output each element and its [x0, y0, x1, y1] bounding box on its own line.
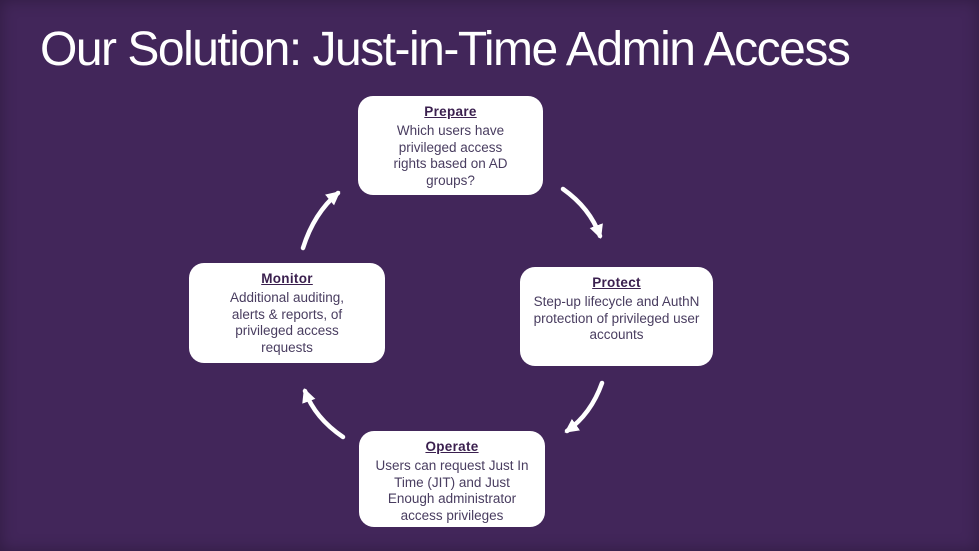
slide-title: Our Solution: Just-in-Time Admin Access: [40, 23, 851, 76]
node-operate: Operate Users can request Just In Time (…: [359, 431, 545, 527]
node-protect: Protect Step-up lifecycle and AuthN prot…: [520, 267, 713, 366]
node-protect-title: Protect: [592, 275, 641, 290]
node-monitor-title: Monitor: [261, 271, 313, 286]
arrow-prepare-to-protect: [560, 186, 603, 239]
arrow-monitor-to-prepare: [300, 190, 341, 251]
arrow-protect-to-operate: [564, 380, 605, 434]
node-operate-title: Operate: [425, 439, 479, 454]
node-monitor: Monitor Additional auditing, alerts & re…: [189, 263, 385, 363]
node-protect-body: Step-up lifecycle and AuthN protection o…: [533, 294, 700, 343]
node-operate-body: Users can request Just In Time (JIT) and…: [375, 458, 529, 524]
node-prepare-title: Prepare: [424, 104, 477, 119]
arrow-operate-to-monitor: [302, 388, 346, 440]
node-prepare-body: Which users have privileged access right…: [393, 123, 508, 189]
node-prepare: Prepare Which users have privileged acce…: [358, 96, 543, 195]
node-monitor-body: Additional auditing, alerts & reports, o…: [229, 290, 345, 356]
